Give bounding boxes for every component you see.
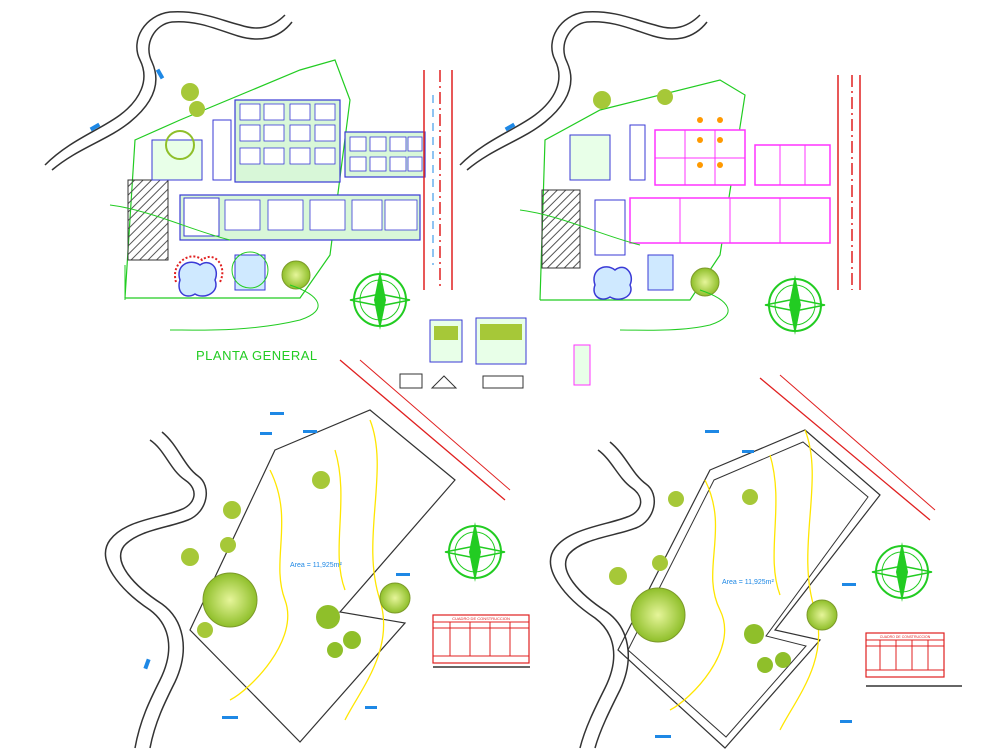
plan-top-left [44, 11, 453, 331]
road [44, 11, 293, 171]
svg-text:CUADRO DE CONSTRUCCION: CUADRO DE CONSTRUCCION [880, 635, 931, 639]
plan-top-right [459, 11, 861, 336]
detail-thumbnails [399, 317, 591, 389]
area-label: Area = 11,925m² [290, 562, 342, 569]
north-arrow-icon-4 [871, 541, 933, 603]
property-boundary [124, 59, 351, 299]
north-arrow-icon-2 [764, 274, 826, 336]
area-label-2: Area = 11,925m² [722, 579, 774, 586]
drawing-title: PLANTA GENERAL [196, 348, 318, 363]
lot-boundary [189, 409, 456, 743]
pool [178, 261, 217, 297]
plan-bottom-left: Area = 11,925m² CUADRO DE CONSTRUCCION [104, 359, 530, 749]
construction-table-2: CUADRO DE CONSTRUCCION [865, 632, 962, 687]
construction-table: CUADRO DE CONSTRUCCION [432, 614, 530, 668]
parking-area [127, 179, 169, 261]
plan-bottom-right: Area = 11,925m² CUADRO DE CONSTRUCCION [549, 374, 962, 749]
north-arrow-icon [349, 269, 411, 331]
svg-text:CUADRO DE CONSTRUCCION: CUADRO DE CONSTRUCCION [452, 616, 510, 621]
north-arrow-icon-3 [444, 521, 506, 583]
